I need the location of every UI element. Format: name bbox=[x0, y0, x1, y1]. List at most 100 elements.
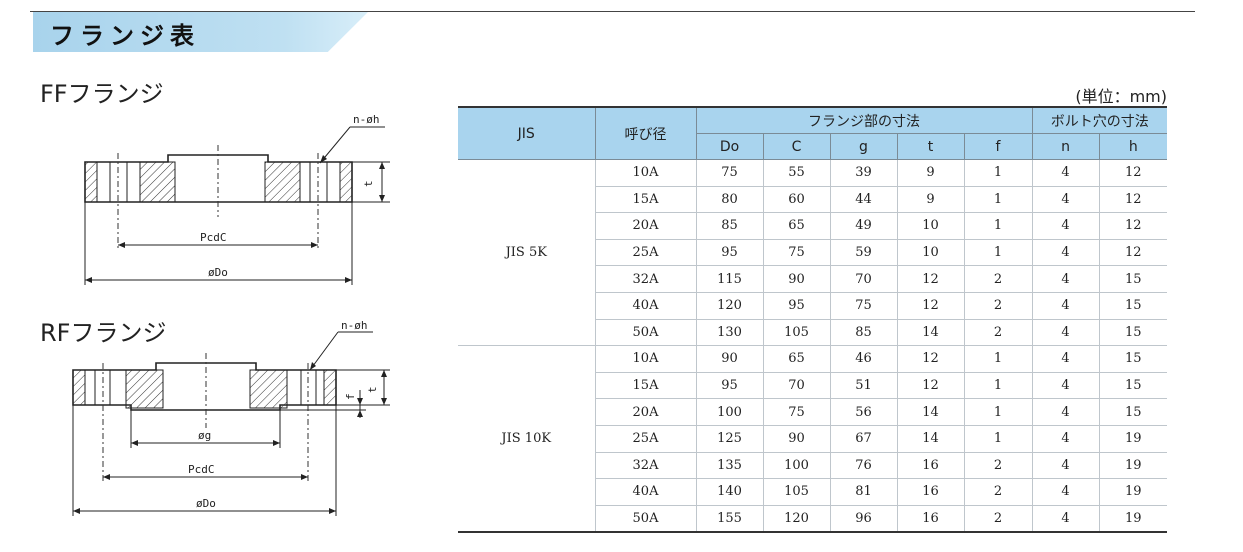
value-cell: 9 bbox=[896, 185, 965, 214]
value-cell: 2 bbox=[963, 478, 1033, 506]
value-cell: 125 bbox=[695, 424, 764, 453]
value-cell: 15 bbox=[1098, 398, 1168, 426]
value-cell: 96 bbox=[829, 504, 898, 534]
value-cell: 105 bbox=[762, 318, 831, 347]
value-cell: 4 bbox=[1031, 478, 1100, 506]
nominal-size-cell: 20A bbox=[595, 398, 697, 426]
ff-do-label: øDo bbox=[208, 266, 228, 279]
ff-pcd-label: PcdC bbox=[200, 231, 227, 244]
value-cell: 95 bbox=[695, 371, 764, 400]
col-header-f: f bbox=[963, 133, 1033, 160]
rf-t-label: t bbox=[366, 386, 379, 393]
value-cell: 16 bbox=[896, 478, 965, 506]
value-cell: 100 bbox=[762, 451, 831, 480]
value-cell: 75 bbox=[762, 238, 831, 267]
value-cell: 4 bbox=[1031, 371, 1100, 400]
value-cell: 15 bbox=[1098, 371, 1168, 400]
value-cell: 4 bbox=[1031, 504, 1100, 534]
ff-section-title: FFフランジ bbox=[40, 80, 164, 108]
value-cell: 12 bbox=[1098, 212, 1168, 240]
value-cell: 135 bbox=[695, 451, 764, 480]
value-cell: 75 bbox=[695, 159, 764, 187]
value-cell: 85 bbox=[829, 318, 898, 347]
value-cell: 4 bbox=[1031, 238, 1100, 267]
rf-f-label: f bbox=[344, 393, 357, 400]
value-cell: 16 bbox=[896, 451, 965, 480]
col-header-jis: JIS bbox=[458, 106, 596, 160]
value-cell: 4 bbox=[1031, 398, 1100, 426]
value-cell: 120 bbox=[695, 291, 764, 320]
value-cell: 2 bbox=[963, 504, 1033, 534]
col-header-do: Do bbox=[696, 133, 764, 160]
value-cell: 1 bbox=[963, 212, 1033, 240]
value-cell: 1 bbox=[963, 185, 1033, 214]
value-cell: 1 bbox=[963, 345, 1033, 373]
nominal-size-cell: 32A bbox=[595, 265, 697, 293]
ff-nh-label: n-øh bbox=[353, 113, 380, 126]
unit-note: (単位：mm) bbox=[1075, 87, 1167, 106]
value-cell: 95 bbox=[695, 238, 764, 267]
value-cell: 65 bbox=[762, 345, 831, 373]
value-cell: 15 bbox=[1098, 291, 1168, 320]
value-cell: 10 bbox=[896, 238, 965, 267]
header-rule bbox=[30, 11, 1195, 12]
value-cell: 44 bbox=[829, 185, 898, 214]
value-cell: 14 bbox=[896, 398, 965, 426]
col-header-h: h bbox=[1098, 133, 1168, 160]
value-cell: 1 bbox=[963, 398, 1033, 426]
rf-pcd-label: PcdC bbox=[188, 463, 215, 476]
value-cell: 14 bbox=[896, 424, 965, 453]
value-cell: 19 bbox=[1098, 451, 1168, 480]
value-cell: 155 bbox=[695, 504, 764, 534]
rf-flange-diagram: n-øh f t øg PcdC øDo bbox=[72, 319, 390, 516]
col-header-t: t bbox=[896, 133, 965, 160]
jis-class-cell: JIS 5K bbox=[458, 158, 596, 347]
nominal-size-cell: 25A bbox=[595, 424, 697, 453]
value-cell: 2 bbox=[963, 318, 1033, 347]
value-cell: 81 bbox=[829, 478, 898, 506]
value-cell: 120 bbox=[762, 504, 831, 534]
value-cell: 19 bbox=[1098, 424, 1168, 453]
value-cell: 9 bbox=[896, 159, 965, 187]
value-cell: 4 bbox=[1031, 345, 1100, 373]
value-cell: 1 bbox=[963, 238, 1033, 267]
value-cell: 130 bbox=[695, 318, 764, 347]
value-cell: 12 bbox=[1098, 238, 1168, 267]
ff-flange-diagram: n-øh t PcdC øDo bbox=[84, 113, 390, 285]
value-cell: 49 bbox=[829, 212, 898, 240]
group-header-flange: フランジ部の寸法 bbox=[695, 106, 1033, 134]
value-cell: 12 bbox=[896, 371, 965, 400]
value-cell: 75 bbox=[762, 398, 831, 426]
value-cell: 85 bbox=[695, 212, 764, 240]
nominal-size-cell: 10A bbox=[594, 345, 697, 373]
value-cell: 4 bbox=[1031, 185, 1100, 214]
value-cell: 70 bbox=[829, 265, 898, 293]
col-header-nominal: 呼び径 bbox=[594, 106, 697, 160]
value-cell: 4 bbox=[1031, 159, 1100, 187]
value-cell: 90 bbox=[762, 424, 831, 453]
value-cell: 12 bbox=[896, 345, 965, 373]
value-cell: 1 bbox=[963, 159, 1033, 187]
nominal-size-cell: 50A bbox=[595, 318, 697, 347]
value-cell: 1 bbox=[963, 371, 1033, 400]
flange-spec-table: JIS 呼び径 フランジ部の寸法 ボルト穴の寸法 Do C g t f n h … bbox=[458, 106, 1168, 534]
value-cell: 15 bbox=[1098, 265, 1168, 293]
value-cell: 51 bbox=[829, 371, 898, 400]
value-cell: 76 bbox=[829, 451, 898, 480]
nominal-size-cell: 10A bbox=[594, 159, 697, 187]
value-cell: 55 bbox=[762, 159, 831, 187]
value-cell: 4 bbox=[1031, 451, 1100, 480]
value-cell: 59 bbox=[829, 238, 898, 267]
value-cell: 65 bbox=[762, 212, 831, 240]
col-header-c: C bbox=[762, 133, 831, 160]
value-cell: 4 bbox=[1031, 318, 1100, 347]
value-cell: 12 bbox=[1098, 185, 1168, 214]
